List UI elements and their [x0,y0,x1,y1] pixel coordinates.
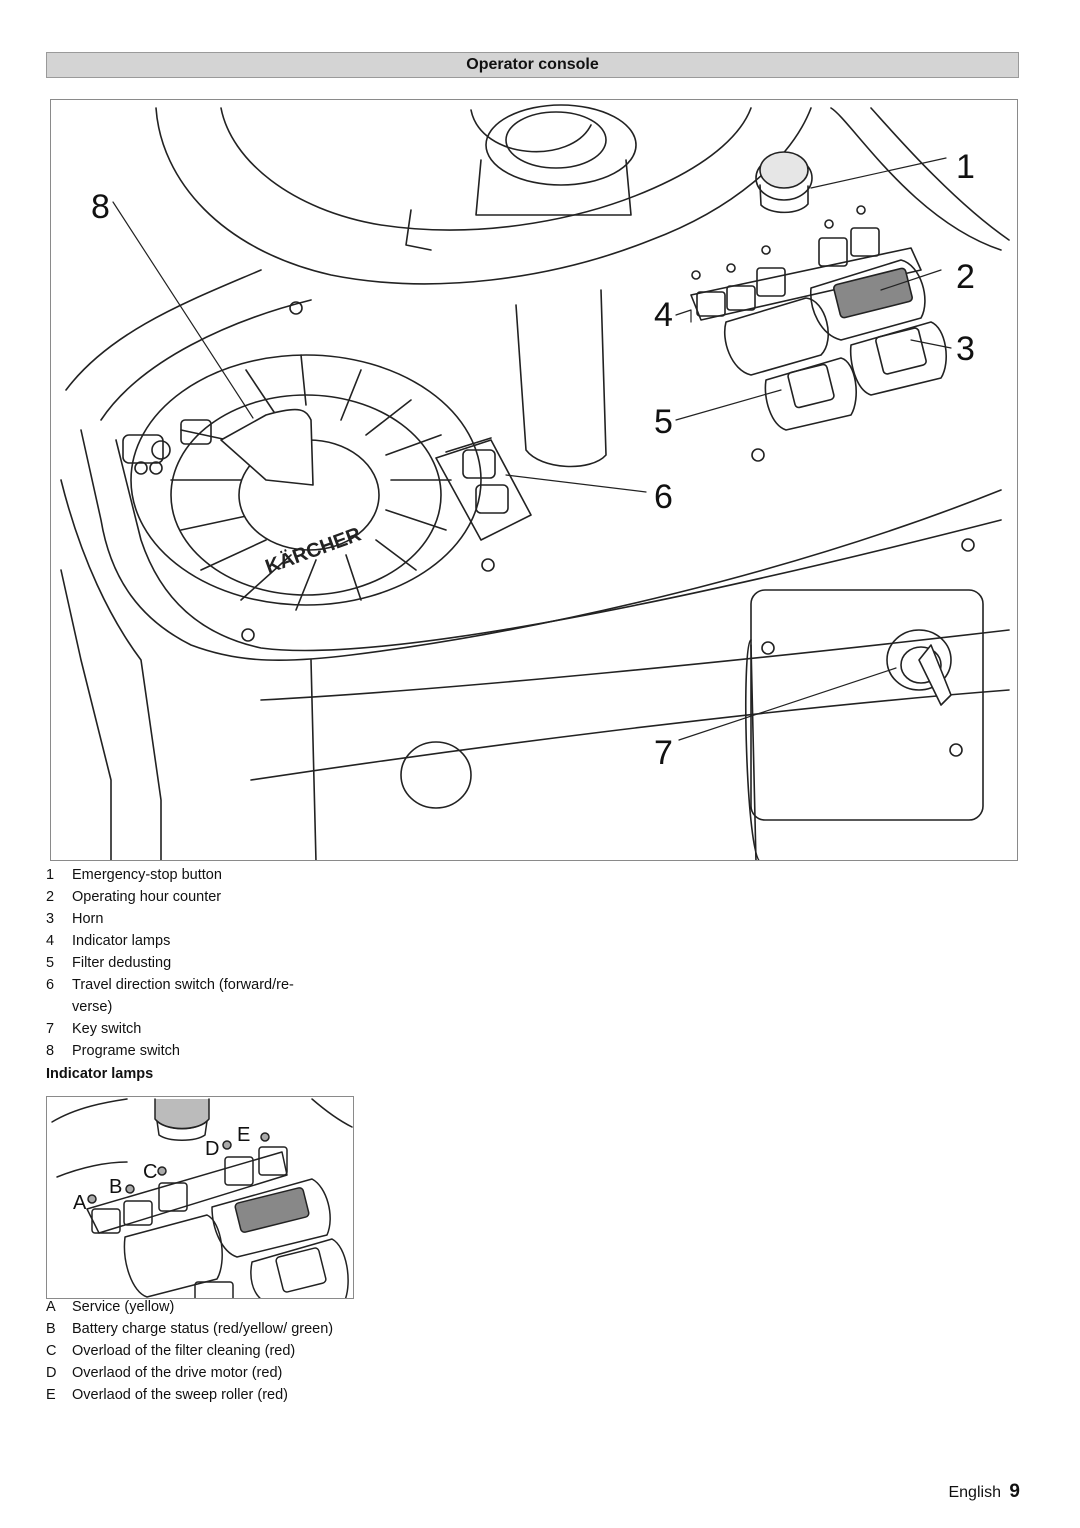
page-footer: English 9 [948,1481,1020,1503]
indicator-lamps-drawing [690,205,922,321]
callout-8: 8 [91,188,110,226]
callout-1: 1 [956,148,975,186]
lamp-letter-c: C [143,1161,157,1183]
operator-console-figure: KÄRCHER [50,99,1018,861]
lamp-letter-e: E [237,1124,250,1146]
console-plate-drawing [60,269,1010,860]
travel-direction-switch-drawing [435,437,532,541]
steering-wheel-drawing [155,104,1010,468]
leader-lines [112,157,952,741]
lamp-letter-a: A [73,1192,87,1214]
footer-language: English [948,1484,1001,1501]
callout-2: 2 [956,258,975,296]
indicator-lamps-heading: Indicator lamps [46,1066,154,1082]
section-title: Operator console [46,52,1019,78]
key-switch-drawing [886,629,952,706]
callout-3: 3 [956,330,975,368]
lamp-letter-b: B [109,1176,122,1198]
indicator-lamps-figure: A B C D E [46,1096,354,1299]
callout-7: 7 [654,734,673,772]
callout-numbers: 1 2 3 4 5 6 7 8 [91,148,975,772]
emergency-stop-drawing [755,151,813,214]
screws-drawing [241,301,975,757]
console-buttons-drawing [724,259,947,431]
callout-5: 5 [654,403,673,441]
program-switch-drawing: KÄRCHER [122,354,482,611]
emergency-stop-detail [154,1098,210,1141]
callout-4: 4 [654,296,673,334]
callout-6: 6 [654,478,673,516]
lamp-letter-d: D [205,1138,219,1160]
page-number: 9 [1009,1481,1020,1502]
